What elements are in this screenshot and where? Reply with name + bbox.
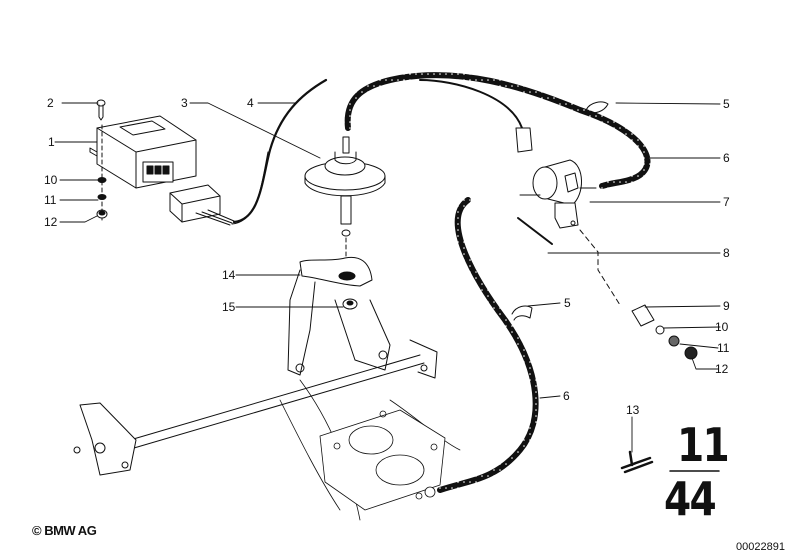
image-number: 00022891 <box>736 541 785 553</box>
vacuum-unit-part-3[interactable] <box>304 136 386 237</box>
callout-15[interactable]: 14 <box>222 268 236 282</box>
washer-part-11b[interactable] <box>668 335 680 347</box>
vacuum-hose-upper[interactable] <box>344 72 651 189</box>
nut-part-12b[interactable] <box>684 346 698 360</box>
callout-10-right[interactable]: 10 <box>715 320 729 334</box>
callout-4[interactable]: 4 <box>247 96 254 110</box>
callout-8[interactable]: 8 <box>723 246 730 260</box>
callout-3[interactable]: 3 <box>181 96 188 110</box>
copyright-notice: © BMW AG <box>32 523 97 538</box>
sleeve-part-9[interactable] <box>631 304 655 327</box>
callout-6-lower[interactable]: 6 <box>563 389 570 403</box>
callout-5-upper[interactable]: 5 <box>723 97 730 111</box>
connector-plug[interactable] <box>169 184 235 226</box>
clip-part-5-upper[interactable] <box>585 101 609 114</box>
leader-lines <box>54 102 721 453</box>
wire-plug[interactable] <box>515 127 533 153</box>
callout-11-right[interactable]: 11 <box>717 341 730 355</box>
nut-part-12[interactable] <box>96 209 108 219</box>
linkage-rod[interactable] <box>129 339 438 449</box>
t-piece-part-13[interactable] <box>620 450 654 474</box>
callout-2[interactable]: 2 <box>47 96 54 110</box>
control-unit-part-1[interactable] <box>89 115 197 189</box>
callout-13[interactable]: 13 <box>626 403 640 417</box>
intake-manifold <box>279 379 461 521</box>
callout-11[interactable]: 11 <box>44 193 57 207</box>
clip-part-5-lower[interactable] <box>511 305 533 321</box>
washer-part-11[interactable] <box>97 194 107 200</box>
callout-10[interactable]: 10 <box>44 173 58 187</box>
bolt-part-8[interactable] <box>517 217 553 245</box>
vacuum-hose-lower[interactable] <box>437 197 539 493</box>
valve-part-7[interactable] <box>519 159 597 229</box>
group-number-bottom: 44 <box>664 472 717 526</box>
callout-9[interactable]: 9 <box>723 299 730 313</box>
group-number-top: 11 <box>677 418 730 472</box>
callout-7[interactable]: 7 <box>723 195 730 209</box>
callout-14[interactable]: 15 <box>222 300 236 314</box>
callout-6-upper[interactable]: 6 <box>723 151 730 165</box>
callout-1[interactable]: 1 <box>48 135 55 149</box>
bushing-part-14[interactable] <box>342 298 358 310</box>
washer-part-10[interactable] <box>97 177 107 183</box>
bracket-part-15[interactable] <box>287 256 373 376</box>
callout-12[interactable]: 12 <box>44 215 58 229</box>
washer-part-10b[interactable] <box>655 325 665 335</box>
callout-12-right[interactable]: 12 <box>715 362 729 376</box>
callout-5-lower[interactable]: 5 <box>564 296 571 310</box>
lever-bracket[interactable] <box>73 402 137 476</box>
